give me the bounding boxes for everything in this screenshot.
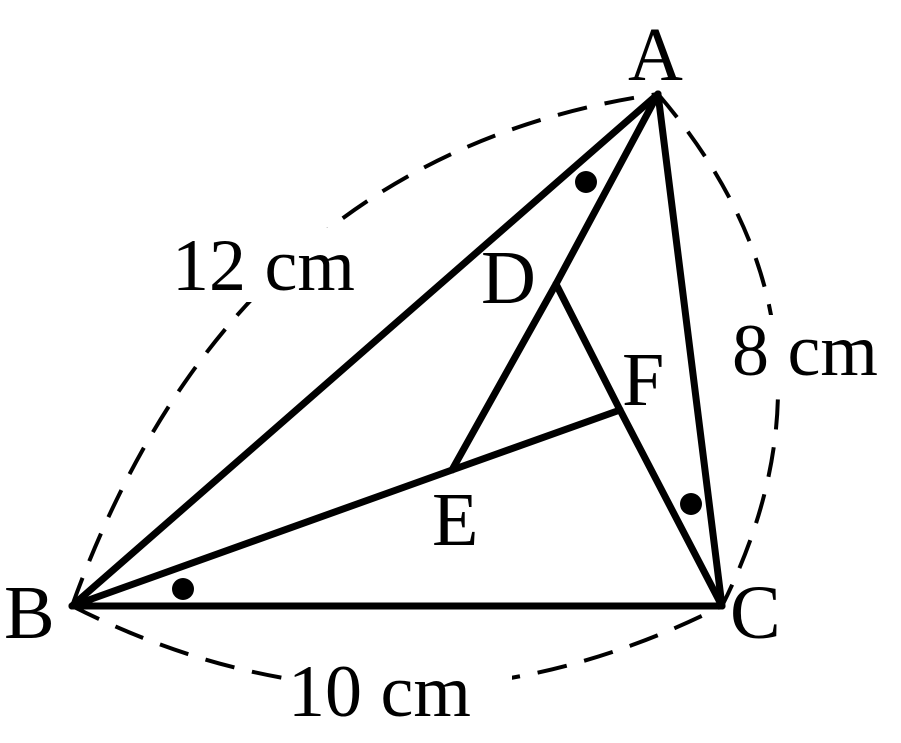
segment-ef (448, 406, 624, 474)
measure-ac: 8 cm (732, 310, 878, 392)
label-ab-bg (168, 228, 392, 302)
angle-mark-b (172, 578, 194, 600)
label-bc-bg (282, 650, 512, 730)
angle-mark-a (575, 171, 597, 193)
segment-de (448, 280, 560, 474)
measure-bc: 10 cm (288, 651, 471, 733)
vertex-label-e: E (432, 478, 478, 562)
side-ab (68, 90, 662, 610)
vertex-label-a: A (628, 13, 683, 97)
segment-df (552, 280, 624, 414)
segment-fc (616, 406, 726, 610)
side-ac (654, 90, 726, 610)
vertex-label-f: F (622, 338, 664, 422)
vertex-label-d: D (481, 236, 536, 320)
measure-ab: 12 cm (172, 225, 355, 307)
segment-ad (552, 90, 662, 288)
vertex-label-b: B (4, 571, 55, 655)
segment-be (68, 466, 456, 610)
angle-mark-c (680, 493, 702, 515)
label-ac-bg (728, 315, 898, 385)
vertex-label-c: C (730, 571, 781, 655)
